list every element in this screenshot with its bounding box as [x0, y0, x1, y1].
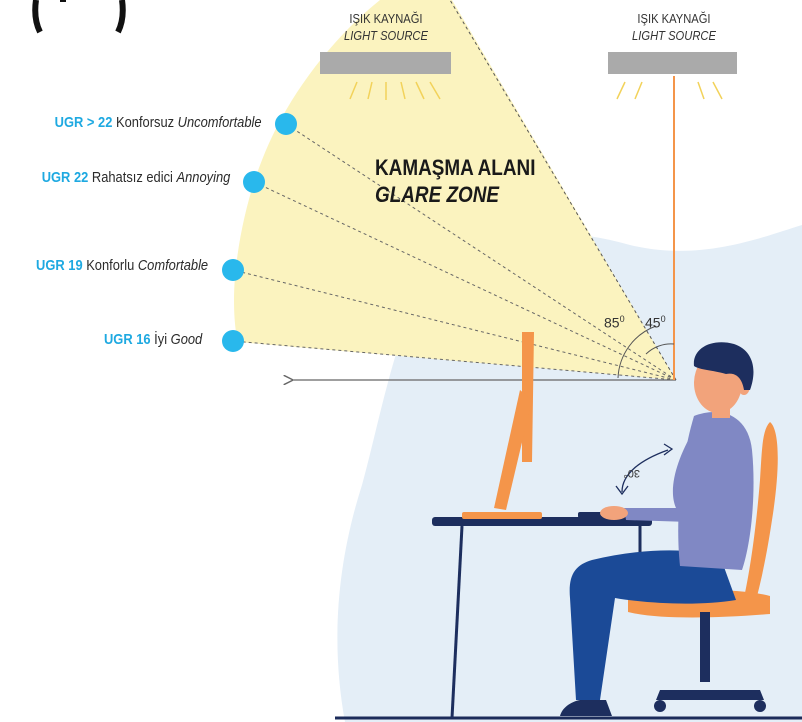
ugr-label-en: Comfortable — [137, 257, 208, 274]
glare-zone-title-en: GLARE ZONE — [375, 182, 500, 207]
light-source-tr: IŞIK KAYNAĞI — [637, 11, 711, 26]
eye-angle-label: 30° — [623, 467, 640, 479]
lamp-bar — [320, 52, 451, 74]
decorative-arc — [32, 0, 43, 34]
ugr-label-19: UGR 19 Konforlu Comfortable — [36, 257, 208, 274]
ugr-label-en: Annoying — [176, 169, 230, 186]
light-source-label-left: IŞIK KAYNAĞI LIGHT SOURCE — [330, 10, 442, 44]
sight-lines — [232, 123, 677, 381]
light-source-right — [608, 52, 737, 100]
ugr-label-16: UGR 16 İyi Good — [104, 331, 202, 348]
ugr-dot-gt22 — [275, 113, 297, 135]
ugr-dot-16 — [222, 330, 244, 352]
ugr-code: UGR 19 — [35, 257, 83, 274]
ugr-label-en: Good — [170, 331, 202, 348]
person-hair — [693, 342, 754, 390]
person-arm — [624, 430, 709, 522]
glare-zone-title-tr: KAMAŞMA ALANI — [375, 155, 536, 180]
angle-label-85: 850 — [604, 314, 625, 331]
ugr-label-tr: Rahatsız edici — [91, 169, 173, 186]
degree-mark: 0 — [660, 314, 666, 324]
glare-zone-wedge — [234, 0, 676, 380]
person-legs — [569, 550, 736, 700]
sight-line-ugr16 — [232, 340, 677, 381]
lamp-bar — [608, 52, 737, 74]
ugr-label-gt22: UGR > 22 Konforsuz Uncomfortable — [55, 114, 262, 131]
monitor — [462, 332, 542, 519]
light-source-en: LIGHT SOURCE — [344, 28, 428, 43]
angle-arc-85 — [617, 325, 657, 379]
ugr-code: UGR > 22 — [55, 114, 113, 131]
decorative-arc — [115, 0, 126, 34]
ugr-dot-19 — [222, 259, 244, 281]
ugr-label-tr: Konforsuz — [116, 114, 175, 131]
angle-arc-45 — [645, 343, 675, 355]
ugr-label-tr: İyi — [153, 331, 167, 348]
light-source-label-right: IŞIK KAYNAĞI LIGHT SOURCE — [618, 10, 730, 44]
angle-value: 85 — [604, 314, 620, 331]
ugr-label-tr: Konforlu — [86, 257, 135, 274]
angle-value: 45 — [645, 314, 661, 331]
degree-mark: 0 — [619, 314, 625, 324]
sight-line-ugr19 — [232, 269, 677, 381]
light-source-en: LIGHT SOURCE — [632, 28, 716, 43]
glare-zone-title: KAMAŞMA ALANI GLARE ZONE — [375, 154, 535, 208]
ugr-code: UGR 22 — [41, 169, 88, 186]
ugr-dot-22 — [243, 171, 265, 193]
ugr-label-en: Uncomfortable — [178, 114, 262, 131]
ugr-label-22: UGR 22 Rahatsız edici Annoying — [41, 169, 230, 186]
person — [560, 342, 754, 716]
angle-label-45: 450 — [645, 314, 666, 331]
light-source-tr: IŞIK KAYNAĞI — [349, 11, 423, 26]
light-source-left — [320, 52, 451, 100]
glare-boundary-line — [449, 0, 677, 381]
ugr-code: UGR 16 — [103, 331, 151, 348]
eye-angle-arc — [621, 449, 669, 493]
